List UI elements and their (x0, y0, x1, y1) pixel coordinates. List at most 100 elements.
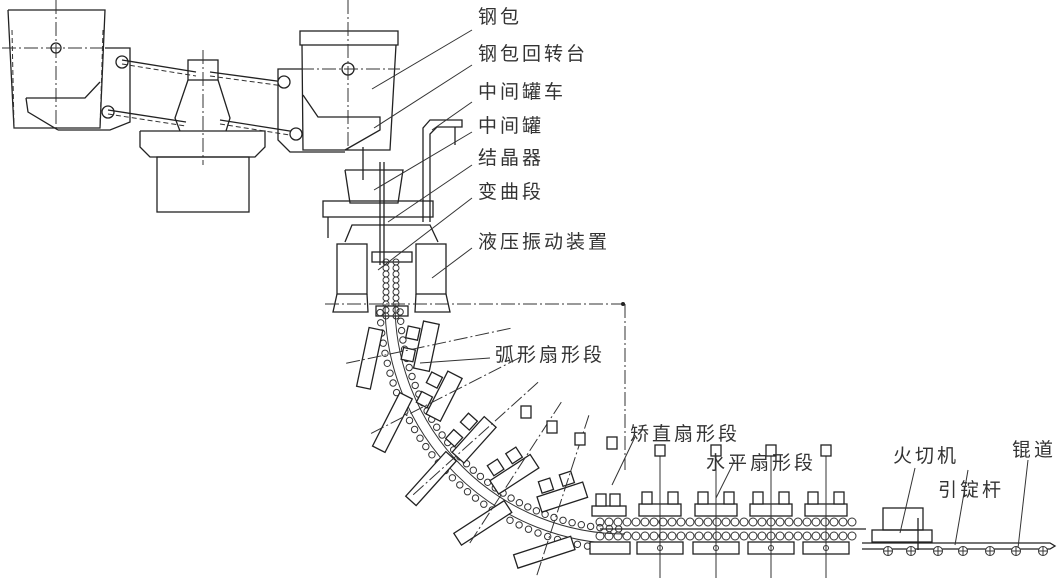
horizontal-roller (685, 531, 695, 541)
arc-roller (559, 516, 567, 524)
pivot (713, 545, 719, 551)
horizontal-roller (604, 517, 614, 527)
table-roller (1038, 546, 1048, 556)
cylinder (444, 428, 464, 448)
cylinder (400, 346, 417, 363)
cylinder (778, 491, 790, 505)
segment-axis (370, 355, 523, 434)
actuator-head (520, 405, 532, 419)
arc-roller (524, 525, 533, 533)
left-turret-arm (58, 47, 131, 131)
arc-segment-upper (400, 320, 440, 373)
label-straightening-segment: 矫直扇形段 (630, 423, 741, 445)
arc-roller (396, 308, 404, 316)
arc-roller (416, 434, 424, 442)
horizontal-roller (712, 531, 722, 541)
tundish-car (322, 119, 463, 238)
arc-roller (405, 363, 413, 372)
arc-roller (577, 521, 585, 529)
horizontal-roller (775, 517, 785, 527)
strand-roller (392, 294, 400, 302)
label-arc-segment: 弧形扇形段 (495, 344, 606, 366)
horizontal-roller (829, 517, 839, 527)
horizontal-roller (613, 531, 623, 541)
table-roller (958, 546, 968, 556)
cylinder (752, 491, 764, 505)
leader-lines (371, 29, 1029, 549)
straightening-lower-frame (589, 541, 631, 555)
horizontal-roller (811, 531, 821, 541)
segment-axis (412, 380, 540, 496)
arc-segment-upper (415, 370, 463, 423)
arc-roller (463, 488, 472, 496)
actuator-head (546, 420, 558, 434)
ladle-turret (107, 50, 297, 213)
arc-roller (389, 379, 397, 387)
strand-roller (382, 294, 390, 302)
arc-roller (405, 416, 414, 425)
horizontal-roller (676, 517, 686, 527)
torch-cutter (871, 507, 933, 550)
strand-roller (392, 288, 400, 296)
cylinder (641, 491, 653, 505)
horizontal-segment (636, 444, 684, 578)
arc-roller (438, 431, 446, 439)
strand-roller (382, 282, 390, 290)
arc-roller (383, 359, 391, 367)
horizontal-roller (595, 517, 605, 527)
horizontal-roller (757, 517, 767, 527)
horizontal-roller (721, 517, 731, 527)
pivot (823, 545, 829, 551)
horizontal-roller (622, 517, 632, 527)
cylinder (609, 493, 621, 507)
cylinder (667, 491, 679, 505)
cylinder (459, 412, 479, 432)
horizontal-roller (775, 531, 785, 541)
label-torch-cutter: 火切机 (893, 445, 960, 467)
arc-roller (544, 532, 552, 541)
label-ladle: 钢包 (478, 6, 523, 28)
label-tundish-car: 中间罐车 (478, 81, 567, 103)
table-roller (906, 546, 916, 556)
actuator-head (606, 436, 618, 450)
arc-segment-upper (536, 470, 589, 513)
arc-segment-upper-frame (425, 370, 463, 423)
arc-roller (397, 317, 405, 325)
horizontal-roller (811, 517, 821, 527)
horizontal-roller (667, 531, 677, 541)
horizontal-roller (802, 531, 812, 541)
horizontal-roller (658, 531, 668, 541)
label-tundish: 中间罐 (478, 115, 545, 137)
arc-segment-upper-frame (451, 415, 498, 464)
horizontal-roller (604, 531, 614, 541)
arc-roller (573, 540, 582, 548)
horizontal-roller (748, 517, 758, 527)
left-ladle (2, 0, 110, 132)
horizontal-roller (703, 531, 713, 541)
actuator-head (765, 444, 777, 457)
cylinder (504, 446, 524, 465)
cylinder (833, 491, 845, 505)
cylinder (558, 470, 576, 488)
pivot (657, 545, 663, 551)
arc-roller (381, 349, 389, 357)
horizontal-roller (595, 531, 605, 541)
arc-roller (480, 500, 488, 508)
horizontal-roller (793, 531, 803, 541)
strand-roller (382, 288, 390, 296)
table-roller (933, 546, 943, 556)
horizontal-roller (649, 517, 659, 527)
cylinder (404, 325, 421, 341)
cylinder (537, 477, 555, 494)
arc-roller (376, 308, 384, 317)
cylinder (415, 390, 434, 409)
arc-roller (408, 372, 416, 381)
strand-roller (392, 270, 400, 278)
arc-roller (586, 522, 595, 531)
oscillator (325, 224, 626, 470)
actuator-head (710, 444, 722, 457)
arc-segment-upper-frame (489, 453, 540, 495)
table-roller (1011, 546, 1021, 556)
horizontal-roller (622, 531, 632, 541)
